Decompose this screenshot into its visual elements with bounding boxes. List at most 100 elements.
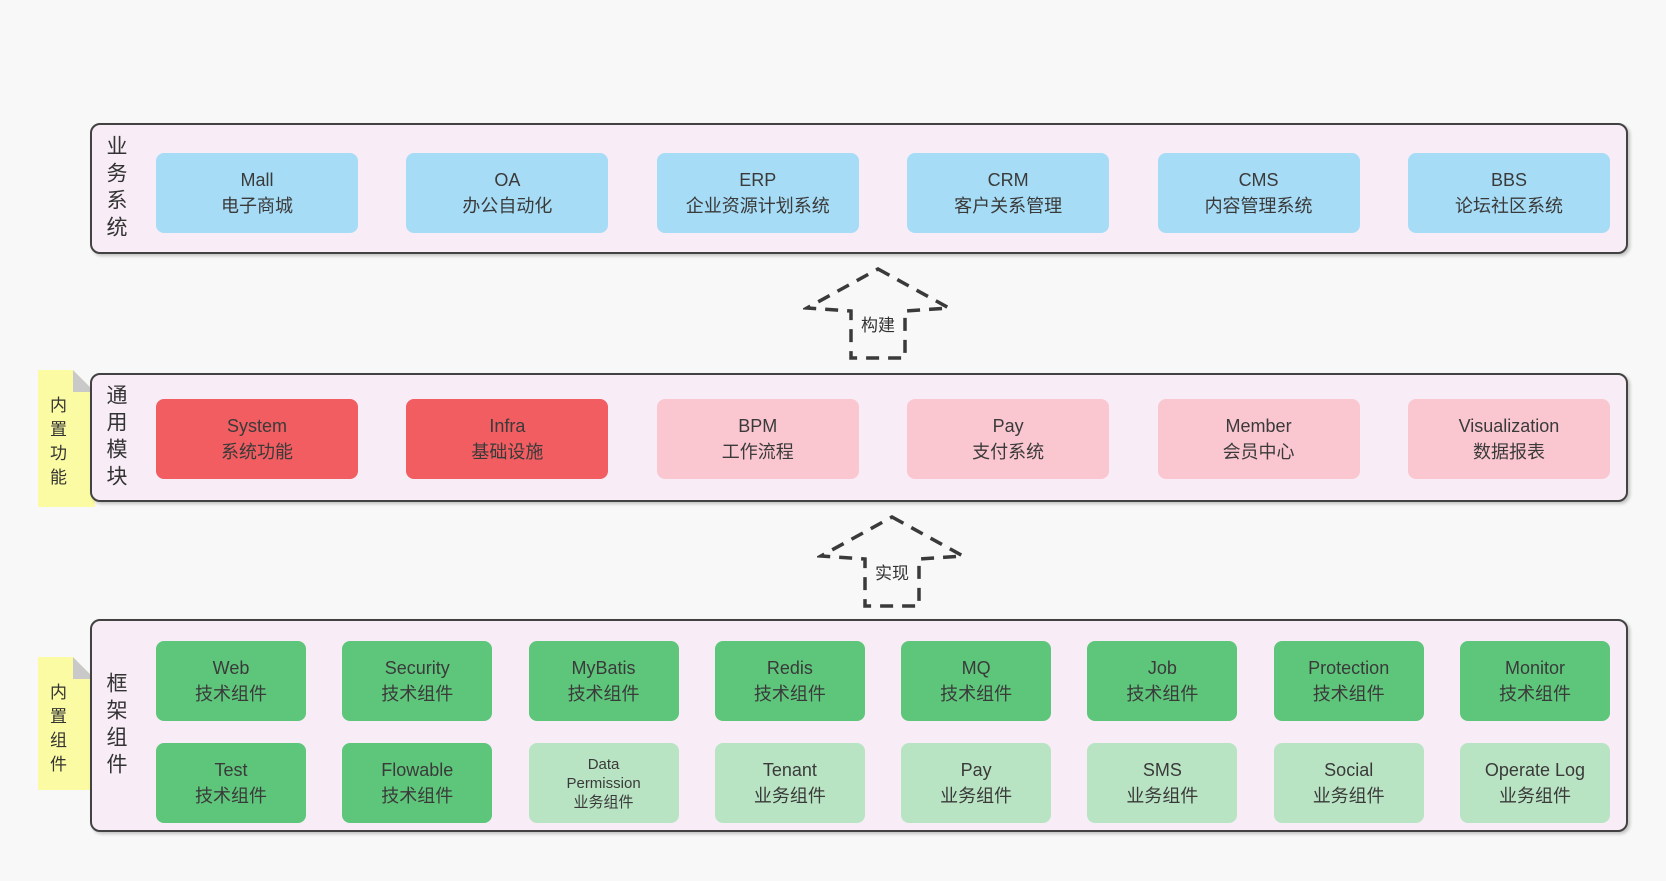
sticky-label: 内置组件	[47, 683, 66, 779]
sticky-label: 内置功能	[47, 396, 66, 492]
arrow-implement: 实现	[817, 512, 967, 610]
box-web: Web 技术组件	[156, 641, 306, 721]
box-title: BPM	[738, 416, 778, 436]
box-sms: SMS 业务组件	[1087, 743, 1238, 823]
section-label: 通用模块	[104, 383, 127, 492]
box-cms: CMS 内容管理系统	[1157, 153, 1360, 233]
box-subtitle: 企业资源计划系统	[685, 196, 830, 216]
box-title: Monitor	[1504, 658, 1565, 678]
box-social: Social 业务组件	[1273, 743, 1424, 823]
box-redis: Redis 技术组件	[714, 641, 865, 721]
box-title: Mall	[240, 170, 274, 190]
box-monitor: Monitor 技术组件	[1459, 641, 1610, 721]
box-title: System	[226, 416, 287, 436]
box-system: System 系统功能	[156, 399, 358, 479]
box-subtitle: 技术组件	[567, 684, 640, 704]
box-subtitle: 技术组件	[1498, 684, 1571, 704]
box-title: Pay	[960, 760, 992, 780]
box-title: CMS	[1238, 170, 1279, 190]
sticky-note-builtin-components: 内置组件	[38, 657, 95, 790]
box-title: BBS	[1490, 170, 1527, 190]
box-row: Web 技术组件 Security 技术组件 MyBatis 技术组件 Redi…	[156, 641, 1610, 721]
box-title: Protection	[1308, 658, 1390, 678]
arrow-label: 构建	[858, 311, 898, 336]
box-subtitle: 业务组件	[1498, 786, 1571, 806]
box-subtitle: 数据报表	[1472, 442, 1545, 462]
box-subtitle: 技术组件	[940, 684, 1013, 704]
box-subtitle: 论坛社区系统	[1454, 196, 1563, 216]
box-job: Job 技术组件	[1087, 641, 1238, 721]
box-title: OA	[494, 170, 521, 190]
box-subtitle: 会员中心	[1222, 442, 1295, 462]
box-subtitle: 技术组件	[195, 786, 267, 806]
box-title: MQ	[961, 658, 991, 678]
box-subtitle: 技术组件	[1126, 684, 1199, 704]
box-subtitle: 业务组件	[940, 786, 1013, 806]
box-row: Mall 电子商城 OA 办公自动化 ERP 企业资源计划系统 CRM 客户关系…	[156, 153, 1610, 233]
box-subtitle: 业务组件	[573, 793, 634, 811]
arrow-label: 实现	[872, 559, 912, 584]
box-subtitle: 技术组件	[195, 684, 267, 704]
box-subtitle: 电子商城	[221, 196, 293, 216]
box-bbs: BBS 论坛社区系统	[1407, 153, 1610, 233]
box-subtitle: 技术组件	[381, 684, 454, 704]
box-subtitle: 系统功能	[221, 442, 293, 462]
box-title: Web	[212, 658, 250, 678]
box-subtitle: 客户关系管理	[954, 196, 1063, 216]
box-title: Job	[1147, 658, 1177, 678]
box-subtitle: 业务组件	[753, 786, 826, 806]
box-subtitle: 内容管理系统	[1204, 196, 1313, 216]
box-mall: Mall 电子商城	[156, 153, 358, 233]
box-data-permission: Data Permission 业务组件	[528, 743, 679, 823]
box-title: Visualization	[1458, 416, 1560, 436]
box-title: Infra	[489, 416, 526, 436]
box-title: Pay	[992, 416, 1024, 436]
box-row: Test 技术组件 Flowable 技术组件 Data Permission …	[156, 743, 1610, 823]
box-subtitle: 基础设施	[471, 442, 544, 462]
box-tenant: Tenant 业务组件	[714, 743, 865, 823]
box-title: CRM	[987, 170, 1029, 190]
box-security: Security 技术组件	[342, 641, 493, 721]
box-subtitle: 技术组件	[381, 786, 454, 806]
box-title: MyBatis	[571, 658, 636, 678]
box-subtitle: 工作流程	[721, 442, 794, 462]
box-pay: Pay 支付系统	[907, 399, 1110, 479]
box-test: Test 技术组件	[156, 743, 306, 823]
section-common-modules: 通用模块 System 系统功能 Infra 基础设施 BPM 工作流程 Pay…	[90, 373, 1628, 502]
box-subtitle: 支付系统	[972, 442, 1045, 462]
box-subtitle: 办公自动化	[462, 196, 553, 216]
box-mq: MQ 技术组件	[901, 641, 1052, 721]
box-title: Member	[1225, 416, 1292, 436]
box-mybatis: MyBatis 技术组件	[528, 641, 679, 721]
box-operate-log: Operate Log 业务组件	[1459, 743, 1610, 823]
box-member: Member 会员中心	[1157, 399, 1360, 479]
box-infra: Infra 基础设施	[406, 399, 609, 479]
box-subtitle: 业务组件	[1312, 786, 1385, 806]
section-framework-components: 框架组件 Web 技术组件 Security 技术组件 MyBatis 技术组件…	[90, 619, 1628, 832]
box-subtitle: 业务组件	[1126, 786, 1199, 806]
box-subtitle: 技术组件	[1312, 684, 1385, 704]
box-title: SMS	[1142, 760, 1182, 780]
box-oa: OA 办公自动化	[406, 153, 609, 233]
box-bpm: BPM 工作流程	[656, 399, 859, 479]
box-protection: Protection 技术组件	[1273, 641, 1424, 721]
sticky-note-builtin-features: 内置功能	[38, 370, 95, 507]
section-label: 业务系统	[104, 134, 127, 243]
section-business-systems: 业务系统 Mall 电子商城 OA 办公自动化 ERP 企业资源计划系统 CRM…	[90, 123, 1628, 254]
box-erp: ERP 企业资源计划系统	[656, 153, 859, 233]
box-subtitle: 技术组件	[753, 684, 826, 704]
section-label: 框架组件	[104, 671, 127, 780]
box-title: Security	[384, 658, 450, 678]
box-title: Test	[214, 760, 248, 780]
box-title: Social	[1324, 760, 1374, 780]
box-title: Operate Log	[1484, 760, 1585, 780]
box-visualization: Visualization 数据报表	[1407, 399, 1610, 479]
box-title: Flowable	[381, 760, 454, 780]
arrow-build: 构建	[803, 264, 953, 362]
box-title: Data Permission	[566, 755, 641, 792]
box-title: Tenant	[762, 760, 817, 780]
box-row: System 系统功能 Infra 基础设施 BPM 工作流程 Pay 支付系统…	[156, 399, 1610, 479]
up-block-arrow-icon	[803, 267, 953, 360]
box-title: Redis	[766, 658, 813, 678]
